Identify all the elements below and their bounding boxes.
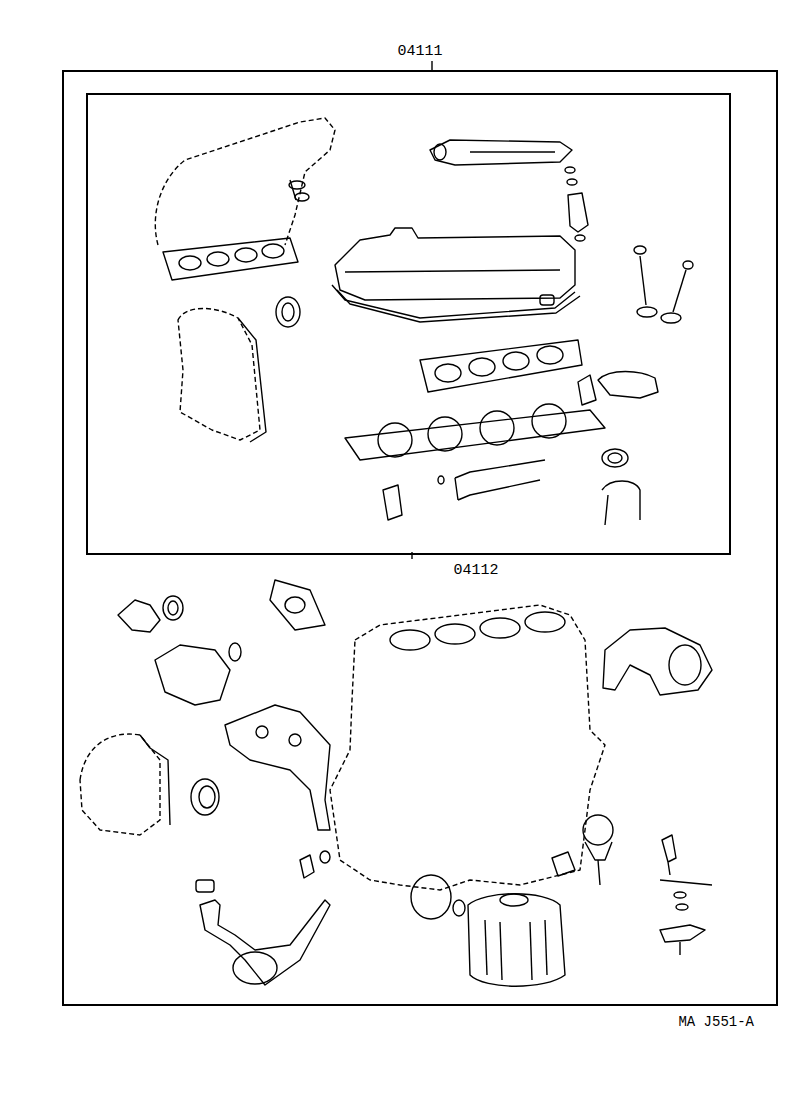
part-number: 04112 xyxy=(451,562,500,580)
outer-kit-box: 0411104112 xyxy=(62,70,778,1006)
pipe xyxy=(602,481,640,525)
egr-valve xyxy=(583,815,613,845)
oil-seal xyxy=(276,297,300,327)
cover-gasket xyxy=(140,735,170,825)
seal-ring xyxy=(602,449,628,467)
timing-cover xyxy=(178,308,260,440)
exhaust-gasket xyxy=(420,340,582,392)
valve xyxy=(637,307,657,317)
oil-pump-gasket xyxy=(225,705,330,830)
oil-seal xyxy=(191,779,219,815)
cover-gasket xyxy=(332,285,575,318)
figure-code: MA J551-A xyxy=(676,1013,756,1031)
fuel-rail xyxy=(430,140,572,165)
engine-block xyxy=(330,605,605,890)
oil-filter xyxy=(468,894,565,987)
leader-line xyxy=(431,60,432,70)
valve-cover xyxy=(335,228,575,300)
housing-gasket xyxy=(578,375,596,405)
small-gasket xyxy=(383,485,402,520)
thermostat xyxy=(598,372,658,399)
oil-strainer xyxy=(200,900,330,985)
o-ring xyxy=(411,875,451,919)
front-cover xyxy=(80,734,160,835)
cover-gasket xyxy=(238,318,266,442)
pipe-gasket xyxy=(455,460,545,500)
sensor xyxy=(662,835,676,875)
seal-retainer xyxy=(603,628,712,695)
valve xyxy=(661,313,681,323)
inner-kit-box: 04112 xyxy=(86,93,731,555)
part-number: 04111 xyxy=(395,43,444,61)
water-pump xyxy=(155,645,230,705)
water-inlet xyxy=(118,600,160,632)
intake-manifold xyxy=(155,118,335,245)
flange-gasket xyxy=(270,580,325,630)
injector xyxy=(568,193,588,232)
manifold-gasket xyxy=(163,238,298,280)
